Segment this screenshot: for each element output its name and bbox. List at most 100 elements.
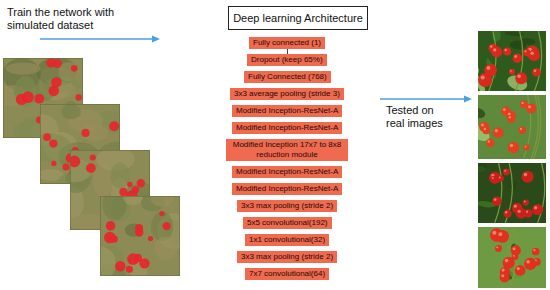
tomato xyxy=(524,145,530,151)
simulated-fruit xyxy=(159,211,164,216)
tomato xyxy=(522,171,534,183)
image-patch xyxy=(61,104,81,119)
leaf xyxy=(417,244,430,259)
image-patch xyxy=(6,63,41,75)
layer-text: 3x3 max pooling (stride 2) xyxy=(241,252,333,262)
simulated-fruit xyxy=(106,221,116,231)
tomato-photo xyxy=(393,199,546,290)
leaf xyxy=(418,256,429,268)
tomato xyxy=(513,53,523,63)
layer-text: 1x1 convolutional(32) xyxy=(249,235,325,245)
photo-ground xyxy=(478,163,546,223)
photo-ground xyxy=(478,227,546,288)
tomato-shine xyxy=(493,48,496,51)
heading-text: Deep learning Architecture xyxy=(233,12,363,25)
simulated-image xyxy=(23,104,140,192)
tomato xyxy=(507,115,515,123)
annotation-label: Tested on real images xyxy=(386,104,448,130)
simulated-fruit xyxy=(76,94,82,100)
simulated-fruit xyxy=(148,236,153,241)
layer-box: 1x1 convolutional(32) xyxy=(245,234,329,246)
image-border xyxy=(101,197,180,276)
leaf xyxy=(449,43,458,53)
layer-box: Fully Connected (768) xyxy=(244,71,331,83)
tomato-shine xyxy=(510,144,513,147)
leaf xyxy=(414,201,427,213)
flow-arrowhead xyxy=(464,96,472,103)
leaf xyxy=(434,200,451,219)
tomato xyxy=(532,68,541,77)
layer-text: Modified Inception-ResNet-A xyxy=(236,123,338,133)
simulated-fruit xyxy=(135,224,143,232)
leaf xyxy=(444,192,458,213)
tomato xyxy=(503,169,510,176)
leaf xyxy=(446,35,461,49)
simulated-fruit xyxy=(109,121,119,131)
tomato-shine xyxy=(494,198,497,201)
leaf xyxy=(510,40,527,50)
annotation-label: Train the network with simulated dataset xyxy=(7,6,147,32)
leaf xyxy=(395,78,414,97)
tomato-photo xyxy=(395,7,546,106)
simulated-fruit xyxy=(46,58,55,67)
leaf xyxy=(409,178,425,195)
tomato-shine xyxy=(484,128,486,130)
layer-box: Modified Inception 17x7 to 8x8 reduction… xyxy=(226,139,348,161)
tomato-shine xyxy=(510,70,512,72)
layer-box: 5x5 convolutional(192) xyxy=(243,217,332,229)
leaf xyxy=(415,7,429,20)
layer-box: Fully connected (1) xyxy=(249,37,325,49)
image-patch xyxy=(123,189,143,206)
layer-box: Modified Inception-ResNet-A xyxy=(232,105,342,117)
tomato xyxy=(532,204,543,215)
leaf xyxy=(441,128,462,138)
leaf xyxy=(425,226,444,235)
layer-box: Modified Inception-ResNet-A xyxy=(232,166,342,178)
simulated-fruit xyxy=(127,182,132,187)
tomato xyxy=(508,142,519,153)
flow-arrow xyxy=(380,98,466,99)
leaf xyxy=(418,69,435,86)
tomato xyxy=(492,196,502,206)
layer-box: 3x3 max pooling (stride 2) xyxy=(237,251,337,263)
tomato-shine xyxy=(504,49,506,51)
tomato-shine xyxy=(517,74,521,78)
leaf xyxy=(393,229,416,251)
simulated-fruit xyxy=(51,161,56,166)
leaf xyxy=(440,190,458,209)
simulated-fruit xyxy=(86,163,96,173)
tomato-shine xyxy=(524,201,526,203)
leaf xyxy=(426,48,438,63)
layer-text: Modified Inception-ResNet-A xyxy=(236,167,338,177)
image-patch xyxy=(155,237,177,261)
tomato xyxy=(491,46,502,57)
tomato xyxy=(503,47,511,55)
tomato-shine xyxy=(503,108,506,111)
simulated-fruit xyxy=(82,129,90,137)
leaf xyxy=(448,10,456,16)
tomato-shine xyxy=(492,231,496,235)
tomato-shine xyxy=(490,45,493,48)
leaf xyxy=(442,110,456,131)
stem xyxy=(534,31,541,91)
simulated-fruit xyxy=(90,154,96,160)
layer-box: Modified Inception-ResNet-A xyxy=(232,122,342,134)
simulated-fruit xyxy=(115,261,125,271)
tomato-shine xyxy=(501,274,504,277)
tomato xyxy=(491,176,498,183)
tomato xyxy=(495,245,502,252)
tomato-shine xyxy=(481,75,485,79)
flow-arrow xyxy=(40,38,154,39)
tomato-shine xyxy=(520,128,522,130)
photo-ground xyxy=(478,95,546,159)
tomato-shine xyxy=(498,232,502,236)
tomato-shine xyxy=(521,102,523,104)
leaf xyxy=(404,7,422,25)
leaf xyxy=(400,47,422,69)
tomato xyxy=(526,103,536,113)
tomato-shine xyxy=(518,210,521,213)
tomato-shine xyxy=(492,177,494,179)
leaf xyxy=(426,199,437,214)
tomato-photo xyxy=(395,28,546,175)
